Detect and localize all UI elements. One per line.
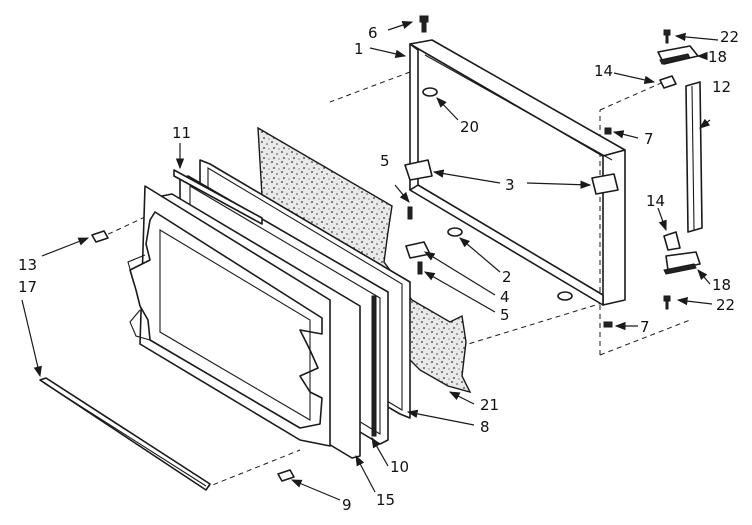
callout-5-upper: 5 xyxy=(380,152,390,170)
callout-7-lower: 7 xyxy=(640,318,650,336)
callout-17: 17 xyxy=(18,278,37,296)
callout-6: 6 xyxy=(368,24,378,42)
callout-9: 9 xyxy=(342,496,352,514)
hinge-tab xyxy=(404,159,619,195)
screws xyxy=(91,230,295,482)
callout-3: 3 xyxy=(505,176,515,194)
callout-2: 2 xyxy=(502,268,512,286)
callout-14-lower: 14 xyxy=(646,192,665,210)
callout-4: 4 xyxy=(500,288,510,306)
callout-8: 8 xyxy=(480,418,490,436)
callout-15: 15 xyxy=(376,491,395,509)
door-handle-bar xyxy=(39,377,211,491)
fastener-group xyxy=(405,15,613,328)
callout-18-lower: 18 xyxy=(712,276,731,294)
door-stop-strip xyxy=(685,81,703,233)
hinge-hardware xyxy=(657,29,701,310)
callout-18-upper: 18 xyxy=(708,48,727,66)
callout-13: 13 xyxy=(18,256,37,274)
callout-12: 12 xyxy=(712,78,731,96)
leader-arrows xyxy=(21,21,719,501)
callout-21: 21 xyxy=(480,396,499,414)
callout-20: 20 xyxy=(460,118,479,136)
callout-14-upper: 14 xyxy=(594,62,613,80)
callout-22-upper: 22 xyxy=(720,28,739,46)
door-outer-panel xyxy=(127,185,331,447)
callout-11: 11 xyxy=(172,124,191,142)
callout-22-lower: 22 xyxy=(716,296,735,314)
door-frame-bracket xyxy=(409,39,626,306)
trim-strip xyxy=(173,169,263,225)
callout-10: 10 xyxy=(390,458,409,476)
callout-5-lower: 5 xyxy=(500,306,510,324)
callout-1: 1 xyxy=(354,40,364,58)
callout-7-upper: 7 xyxy=(644,130,654,148)
callout-labels: 1 6 20 3 5 2 4 5 7 7 14 14 12 18 18 22 2… xyxy=(18,24,739,514)
